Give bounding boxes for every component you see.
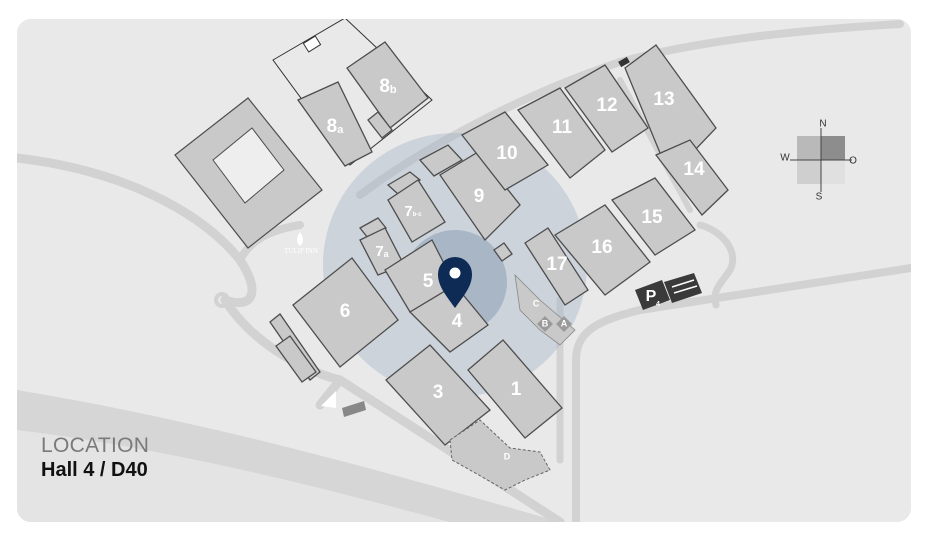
- hall-4[interactable]: 4: [408, 284, 489, 353]
- bus-stop: [342, 401, 366, 417]
- venue-map[interactable]: 8a 8b 7b-c 7a 6 5 4 9 10: [17, 19, 911, 522]
- svg-text:15: 15: [641, 207, 663, 228]
- hall-1[interactable]: 1: [467, 339, 563, 439]
- hall-17[interactable]: 17: [524, 227, 589, 306]
- location-pin-icon[interactable]: [438, 257, 472, 308]
- svg-text:W: W: [780, 153, 790, 164]
- location-label: LOCATION: [41, 434, 150, 457]
- svg-text:D: D: [504, 451, 511, 461]
- svg-text:11: 11: [552, 117, 573, 138]
- hall-12[interactable]: 12: [564, 64, 649, 153]
- map-card: 8a 8b 7b-c 7a 6 5 4 9 10: [17, 19, 911, 522]
- svg-text:13: 13: [653, 89, 674, 110]
- svg-text:4: 4: [452, 311, 463, 332]
- corridors: [269, 144, 513, 383]
- svg-text:O: O: [849, 156, 857, 167]
- svg-text:A: A: [561, 318, 568, 328]
- svg-text:TULIP INN: TULIP INN: [284, 247, 318, 255]
- svg-text:12: 12: [596, 95, 617, 116]
- svg-text:C: C: [533, 298, 540, 308]
- hall-13[interactable]: 13: [624, 44, 717, 166]
- svg-text:3: 3: [433, 382, 444, 403]
- svg-text:10: 10: [496, 143, 517, 164]
- hall-15[interactable]: 15: [611, 177, 696, 256]
- svg-text:8a: 8a: [327, 116, 345, 137]
- svg-text:1: 1: [511, 379, 522, 400]
- hall-14[interactable]: 14: [654, 139, 729, 216]
- hall-8-connector: [367, 111, 393, 139]
- location-info: LOCATION Hall 4 / D40: [41, 434, 149, 482]
- svg-text:14: 14: [683, 159, 705, 180]
- hall-8a[interactable]: 8a: [297, 81, 373, 167]
- entrance-a[interactable]: A: [556, 316, 572, 332]
- svg-text:B: B: [542, 318, 549, 328]
- outdoor-field: [174, 97, 323, 249]
- hall-9[interactable]: 9: [439, 151, 521, 242]
- compass-icon: N S W O: [780, 119, 857, 203]
- svg-text:N: N: [819, 119, 826, 130]
- walkway-triangle: [321, 391, 336, 408]
- hall-10[interactable]: 10: [461, 111, 549, 191]
- hall-8b[interactable]: 8b: [346, 41, 429, 129]
- entrance-b[interactable]: B: [537, 316, 553, 332]
- hall-11[interactable]: 11: [517, 87, 606, 179]
- svg-text:7b-c: 7b-c: [404, 203, 422, 220]
- svg-text:7a: 7a: [375, 243, 389, 260]
- hall-3[interactable]: 3: [385, 344, 491, 446]
- svg-text:17: 17: [546, 254, 567, 275]
- parking-p4[interactable]: P 4: [635, 273, 702, 310]
- svg-text:16: 16: [591, 237, 612, 258]
- location-value: Hall 4 / D40: [41, 459, 148, 481]
- entrance-d[interactable]: D: [449, 419, 551, 491]
- hall-16[interactable]: 16: [554, 204, 651, 296]
- svg-text:P: P: [646, 288, 657, 305]
- svg-text:9: 9: [474, 186, 485, 207]
- hall-7b-c[interactable]: 7b-c: [387, 179, 446, 243]
- svg-text:5: 5: [423, 271, 434, 292]
- svg-text:S: S: [816, 192, 823, 203]
- svg-text:4: 4: [656, 301, 660, 308]
- svg-text:8b: 8b: [379, 76, 397, 97]
- hotel-tulip-inn[interactable]: TULIP INN: [284, 232, 318, 255]
- highway-lane: [17, 430, 450, 522]
- svg-text:6: 6: [340, 301, 351, 322]
- hall-6[interactable]: 6: [292, 257, 399, 368]
